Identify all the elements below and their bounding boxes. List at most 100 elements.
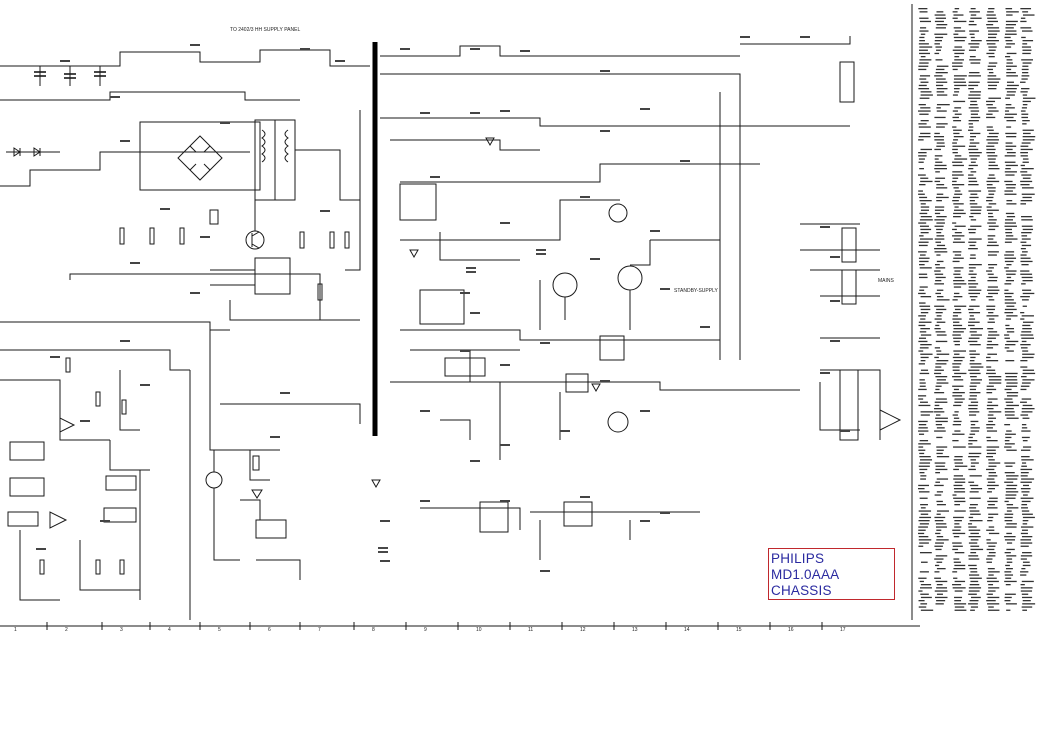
parts-list-entry — [934, 577, 942, 579]
parts-list-entry — [952, 392, 965, 394]
designator-mark — [500, 444, 510, 446]
parts-list-entry — [970, 171, 977, 173]
parts-list-entry — [952, 584, 962, 586]
parts-list-entry — [953, 238, 961, 240]
parts-list-entry — [969, 584, 980, 586]
designator-mark — [660, 288, 670, 290]
parts-list-entry — [934, 401, 948, 403]
parts-list-entry — [969, 600, 979, 602]
parts-list-entry — [934, 347, 941, 349]
parts-list-entry — [936, 360, 949, 362]
parts-list-entry — [987, 337, 996, 339]
parts-list-entry — [968, 267, 976, 269]
parts-list-entry — [988, 552, 996, 554]
title-brand: PHILIPS — [771, 551, 825, 566]
parts-list-entry — [918, 65, 929, 67]
parts-list-entry — [969, 504, 978, 506]
parts-list-entry — [936, 244, 946, 247]
parts-list-entry — [918, 251, 927, 253]
parts-list-entry — [1005, 433, 1016, 435]
parts-list-entry — [934, 132, 940, 135]
parts-list-entry — [952, 49, 965, 51]
parts-list-entry — [952, 65, 963, 67]
parts-list-entry — [953, 459, 963, 461]
frame-marker: 4 — [168, 627, 171, 633]
parts-list-entry — [953, 420, 962, 423]
parts-list-entry — [935, 161, 943, 163]
parts-list-entry — [1020, 257, 1031, 259]
parts-list-entry — [919, 580, 924, 583]
parts-list-entry — [1006, 84, 1019, 87]
parts-list-entry — [1021, 580, 1034, 583]
parts-list-entry — [1021, 507, 1028, 509]
parts-list-entry — [1021, 340, 1027, 343]
parts-list-entry — [920, 356, 929, 359]
parts-list-entry — [936, 24, 948, 26]
parts-list-entry — [988, 161, 996, 163]
parts-list-entry — [920, 459, 933, 461]
parts-list-entry — [1022, 161, 1029, 163]
parts-list-entry — [936, 196, 949, 199]
parts-list-entry — [919, 196, 928, 199]
parts-list-entry — [987, 520, 993, 522]
parts-list-entry — [1004, 267, 1009, 269]
parts-list-entry — [968, 468, 976, 471]
parts-list-entry — [1005, 497, 1016, 499]
parts-list-entry — [969, 30, 980, 32]
parts-list-entry — [936, 49, 942, 51]
parts-list-entry — [1006, 273, 1016, 275]
parts-list-entry — [954, 526, 962, 528]
parts-list-entry — [935, 312, 943, 314]
parts-list-entry — [1020, 81, 1026, 83]
parts-list-entry — [953, 212, 966, 215]
parts-list-entry — [1005, 104, 1012, 106]
parts-list-entry — [986, 184, 993, 186]
parts-list-entry — [935, 468, 948, 471]
designator-mark — [420, 112, 430, 114]
parts-list-entry — [919, 97, 930, 99]
parts-list-entry — [970, 571, 978, 573]
parts-list-entry — [936, 561, 943, 563]
parts-list-entry — [970, 539, 979, 541]
parts-list-entry — [934, 283, 945, 285]
parts-list-entry — [1021, 225, 1033, 227]
parts-list-entry — [969, 568, 978, 570]
parts-list-entry — [918, 321, 932, 323]
parts-list-entry — [969, 388, 976, 391]
parts-list-entry — [969, 244, 976, 247]
parts-list-entry — [919, 267, 932, 269]
parts-list-entry — [968, 126, 974, 128]
parts-list-entry — [935, 36, 944, 39]
parts-list-entry — [1020, 584, 1025, 586]
parts-list-entry — [988, 241, 997, 243]
designator-mark — [470, 112, 480, 114]
parts-list-entry — [1020, 318, 1025, 320]
designator-mark — [700, 326, 710, 328]
designator-mark — [540, 342, 550, 344]
parts-list-entry — [1022, 123, 1027, 125]
parts-list-entry — [936, 65, 949, 67]
parts-list-entry — [953, 286, 962, 288]
parts-list-entry — [1020, 366, 1028, 368]
parts-list-entry — [1004, 513, 1014, 515]
parts-list-entry — [954, 91, 960, 93]
parts-list-entry — [1006, 417, 1019, 419]
parts-list-entry — [970, 488, 983, 490]
parts-list-entry — [968, 404, 978, 407]
parts-list-entry — [988, 168, 1000, 170]
parts-list-entry — [1005, 280, 1014, 282]
parts-list-entry — [1005, 436, 1012, 439]
parts-list-entry — [919, 552, 932, 554]
parts-list-entry — [1022, 158, 1029, 160]
parts-list-entry — [919, 571, 929, 573]
parts-list-entry — [1020, 334, 1034, 336]
parts-list-entry — [970, 62, 981, 64]
designator-mark — [120, 140, 130, 142]
parts-list-entry — [935, 27, 946, 29]
parts-list-entry — [954, 30, 966, 32]
regulator-transistor — [552, 203, 643, 433]
parts-list-entry — [919, 385, 926, 387]
parts-list-entry — [934, 369, 944, 371]
parts-list-entry — [988, 216, 994, 218]
parts-list-entry — [1022, 353, 1035, 355]
